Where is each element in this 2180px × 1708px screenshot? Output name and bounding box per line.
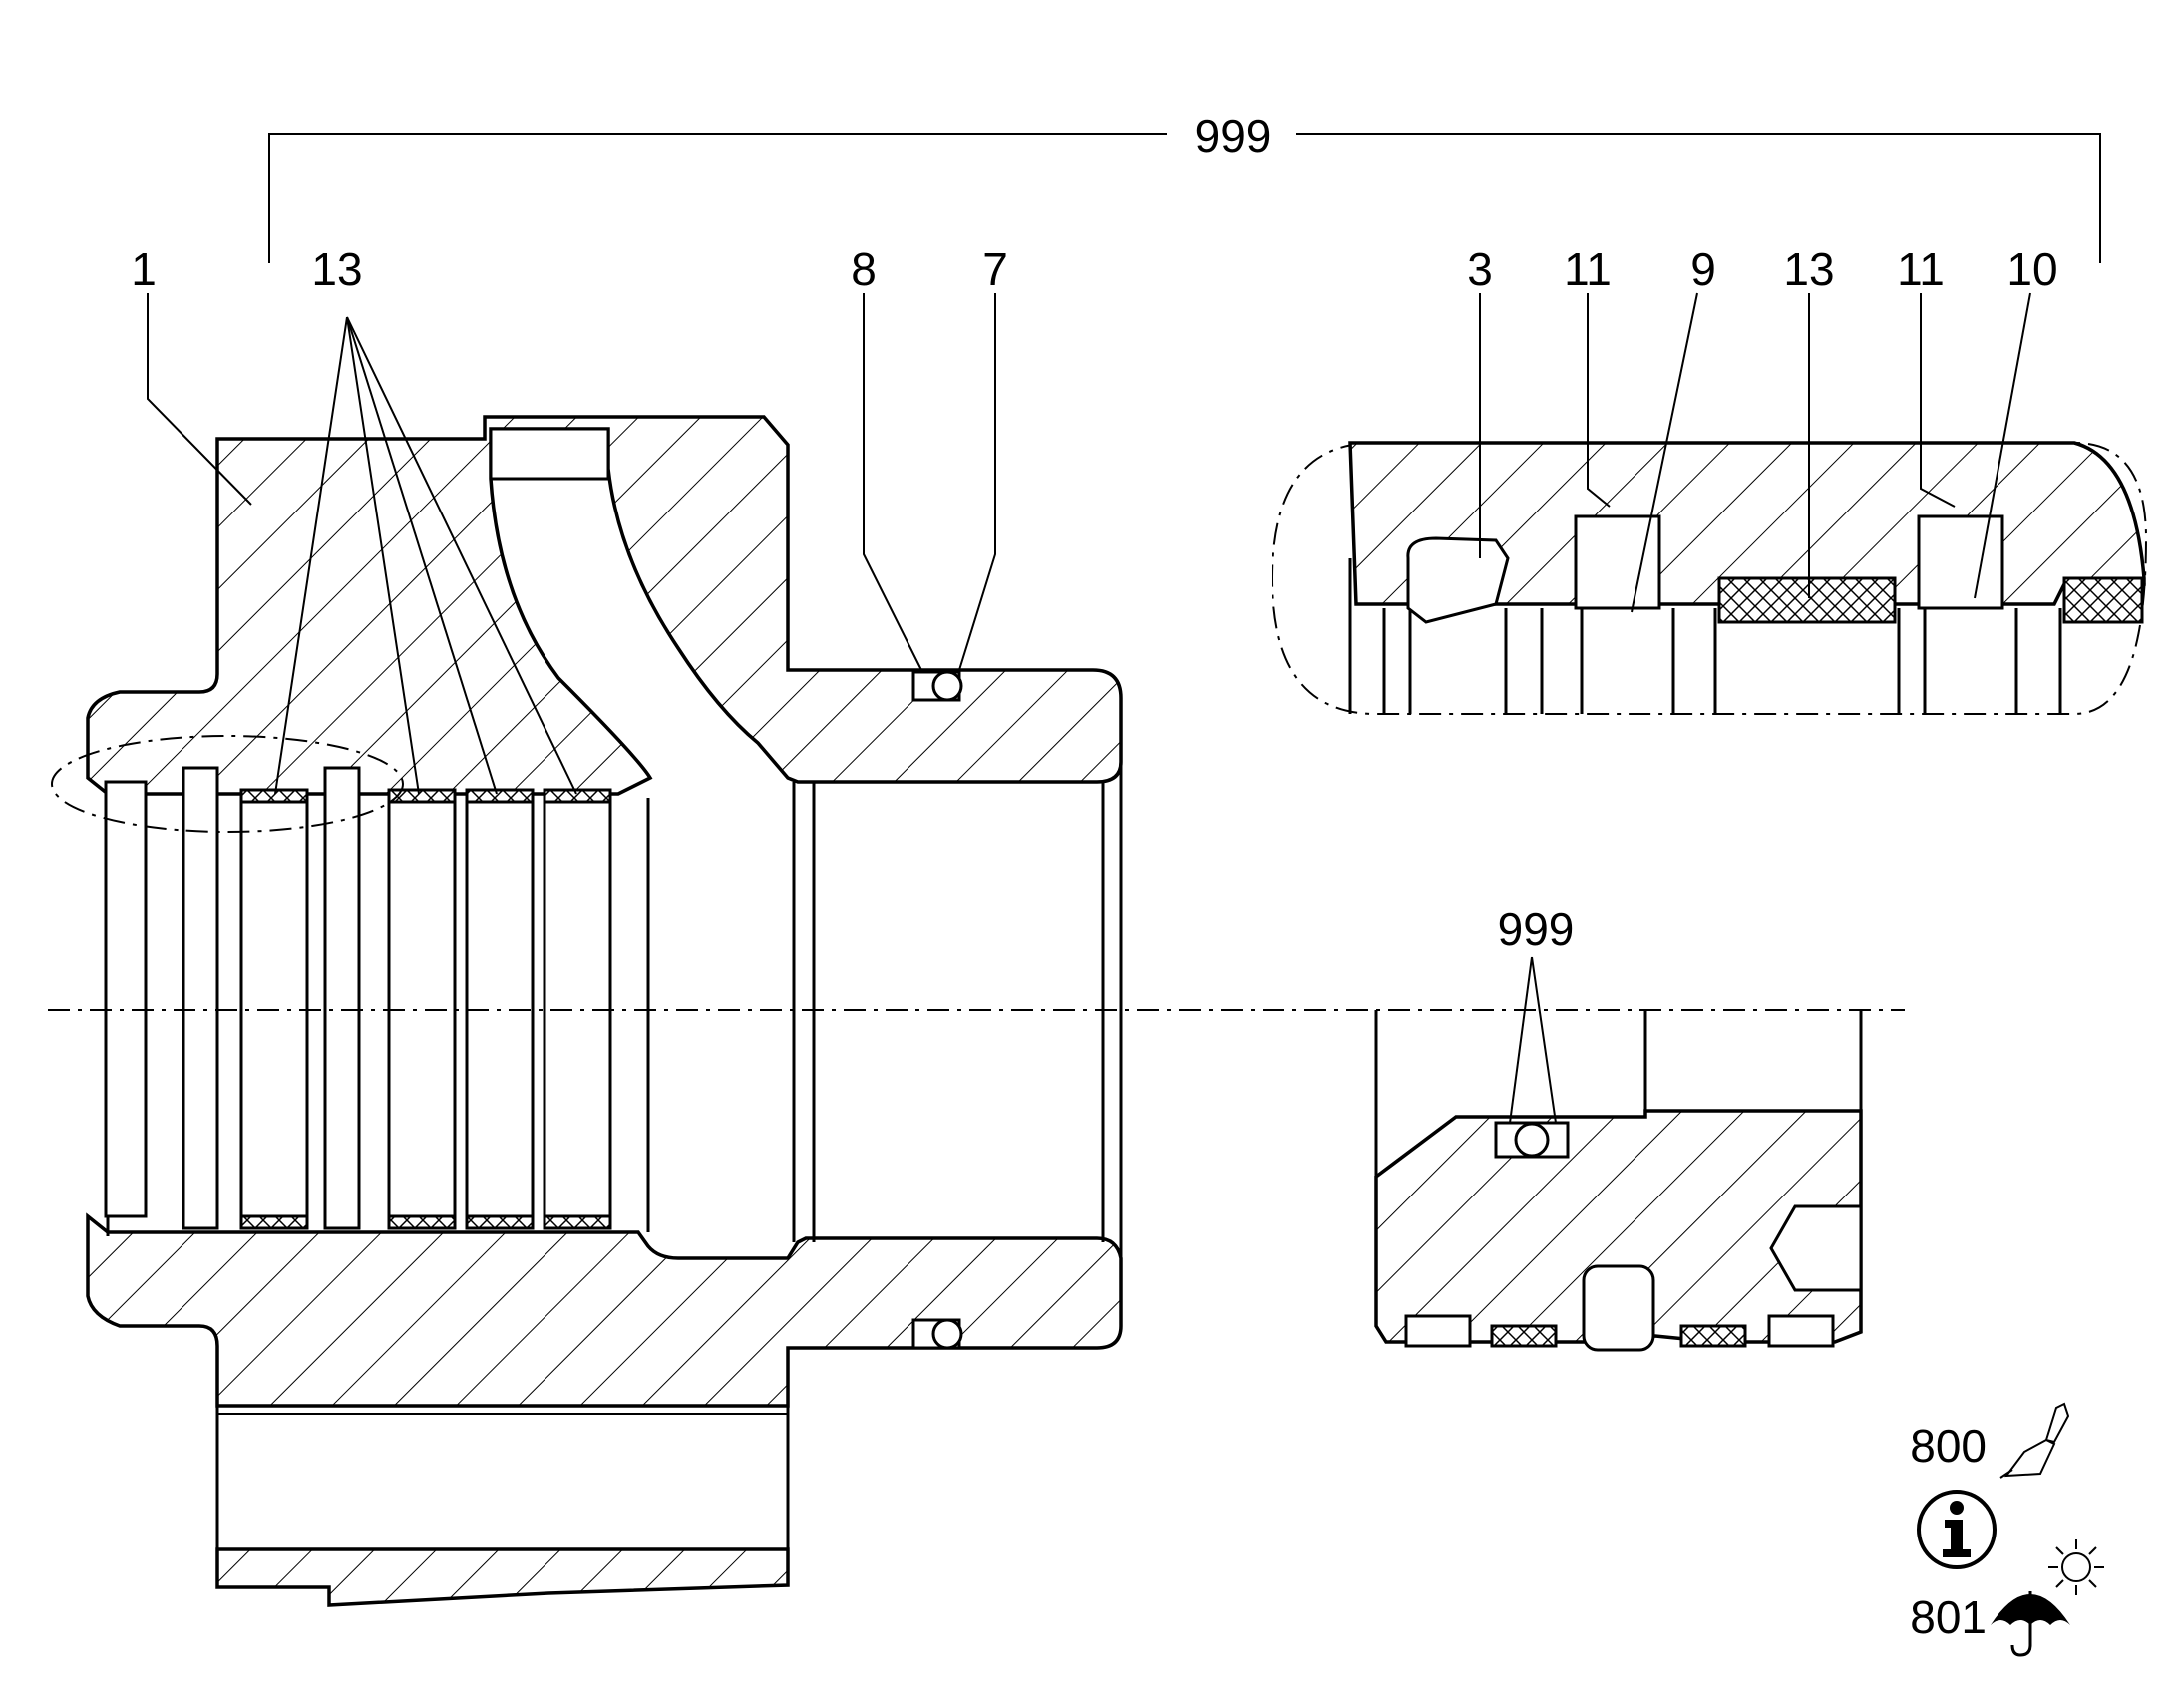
callout-13-detail: 13 — [1783, 243, 1834, 295]
detail-section-walls — [1348, 558, 2062, 714]
callout-1: 1 — [131, 243, 157, 295]
callout-13-left: 13 — [311, 243, 362, 295]
brush-icon — [1999, 1402, 2070, 1479]
sun-icon — [2048, 1539, 2104, 1595]
callout-11-a: 11 — [1564, 243, 1612, 295]
callout-11-b: 11 — [1897, 243, 1945, 295]
callout-7: 7 — [982, 243, 1008, 295]
main-housing-section — [86, 415, 1123, 1607]
detail-seals — [1406, 514, 2144, 624]
detail-marker — [51, 735, 404, 833]
umbrella-icon — [1991, 1591, 2070, 1657]
callout-9: 9 — [1690, 243, 1716, 295]
bore-seals-left — [51, 735, 612, 1230]
info-icon — [1917, 1490, 1997, 1569]
callout-800: 800 — [1910, 1420, 1987, 1472]
partial-section-right — [1374, 1010, 1863, 1352]
callout-3: 3 — [1467, 243, 1493, 295]
leader-lines — [147, 292, 2031, 1124]
callout-8: 8 — [851, 243, 877, 295]
o-ring-grooves — [911, 670, 963, 1350]
callout-labels: 999 1 13 8 7 3 11 9 13 11 10 999 800 801 — [131, 110, 2057, 1643]
callout-801: 801 — [1910, 1591, 1987, 1643]
detail-view — [1271, 441, 2148, 715]
seal-strips — [239, 788, 612, 1230]
callout-999-lower: 999 — [1498, 903, 1575, 955]
callout-10: 10 — [2006, 243, 2057, 295]
assembly-bracket-top — [268, 133, 2101, 263]
callout-999-top: 999 — [1195, 110, 1272, 162]
